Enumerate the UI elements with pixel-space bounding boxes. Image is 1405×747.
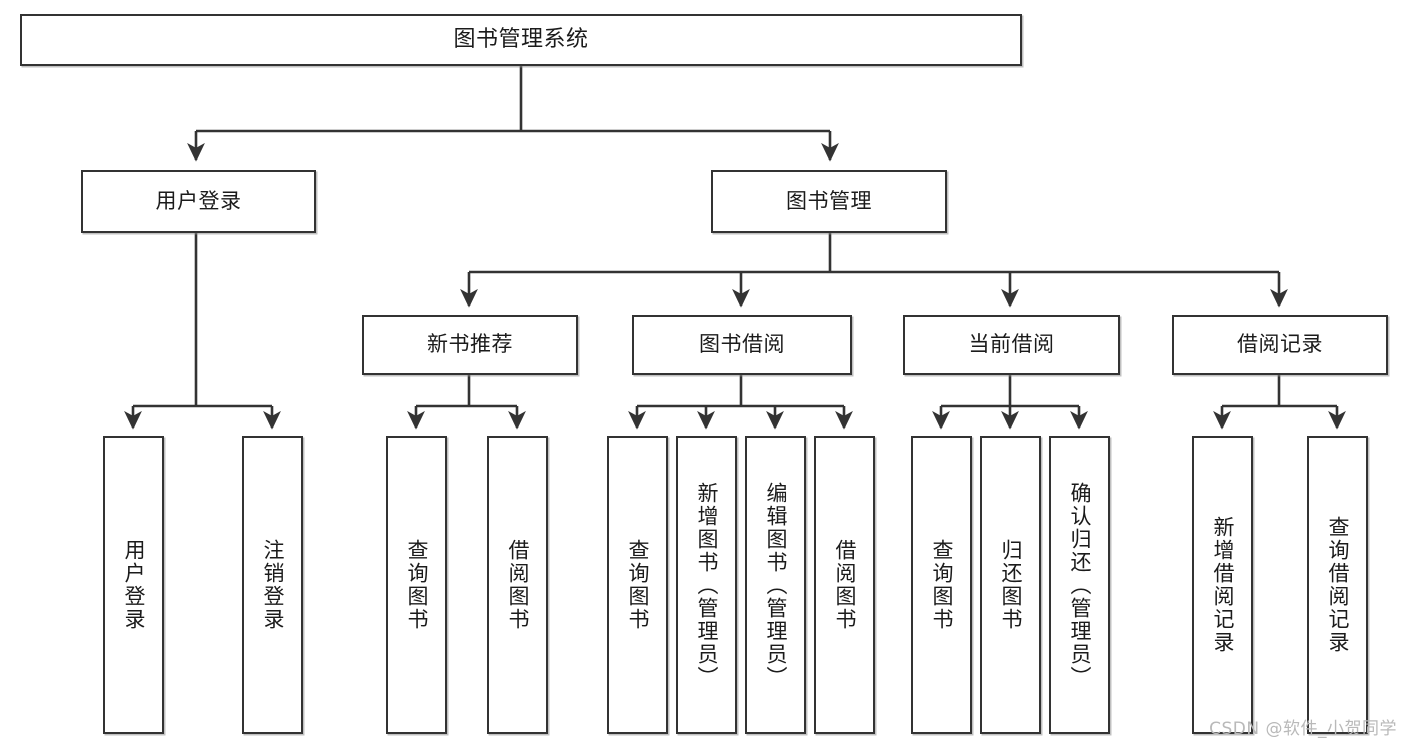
node-new-book-recommend[interactable]: 新书推荐 xyxy=(362,315,578,375)
leaf-confirm-return[interactable]: 确认归还（管理员） xyxy=(1049,436,1110,734)
leaf-borrow-book-2[interactable]: 借阅图书 xyxy=(814,436,875,734)
leaf-user-login-label: 用户登录 xyxy=(122,539,146,631)
leaf-query-book-2[interactable]: 查询图书 xyxy=(607,436,668,734)
leaf-borrow-book-2-label: 借阅图书 xyxy=(833,539,857,631)
leaf-query-book-1-label: 查询图书 xyxy=(405,539,429,631)
leaf-query-record-label: 查询借阅记录 xyxy=(1326,516,1350,654)
leaf-borrow-book-1[interactable]: 借阅图书 xyxy=(487,436,548,734)
leaf-return-book-label: 归还图书 xyxy=(999,539,1023,631)
leaf-user-login[interactable]: 用户登录 xyxy=(103,436,164,734)
node-book-manage-label: 图书管理 xyxy=(786,188,872,213)
csdn-watermark: CSDN @软件_小贺同学 xyxy=(1209,719,1397,739)
node-borrow-record[interactable]: 借阅记录 xyxy=(1172,315,1388,375)
leaf-add-book-label: 新增图书（管理员） xyxy=(695,481,719,689)
node-new-book-recommend-label: 新书推荐 xyxy=(427,332,513,357)
node-user-login-label: 用户登录 xyxy=(155,188,242,213)
leaf-logout-login[interactable]: 注销登录 xyxy=(242,436,303,734)
node-current-borrow-label: 当前借阅 xyxy=(968,332,1055,357)
node-root[interactable]: 图书管理系统 xyxy=(20,14,1022,66)
node-book-borrow[interactable]: 图书借阅 xyxy=(632,315,852,375)
leaf-logout-login-label: 注销登录 xyxy=(261,539,285,631)
leaf-borrow-book-1-label: 借阅图书 xyxy=(506,539,530,631)
node-borrow-record-label: 借阅记录 xyxy=(1237,332,1323,357)
leaf-add-record-label: 新增借阅记录 xyxy=(1211,516,1235,654)
node-user-login[interactable]: 用户登录 xyxy=(81,170,316,233)
leaf-edit-book[interactable]: 编辑图书（管理员） xyxy=(745,436,806,734)
leaf-query-book-3-label: 查询图书 xyxy=(930,539,954,631)
leaf-confirm-return-label: 确认归还（管理员） xyxy=(1068,481,1092,689)
leaf-add-book[interactable]: 新增图书（管理员） xyxy=(676,436,737,734)
leaf-add-record[interactable]: 新增借阅记录 xyxy=(1192,436,1253,734)
leaf-query-book-2-label: 查询图书 xyxy=(626,539,650,631)
node-book-manage[interactable]: 图书管理 xyxy=(711,170,947,233)
node-book-borrow-label: 图书借阅 xyxy=(699,332,785,357)
leaf-query-record[interactable]: 查询借阅记录 xyxy=(1307,436,1368,734)
leaf-edit-book-label: 编辑图书（管理员） xyxy=(764,481,788,689)
leaf-return-book[interactable]: 归还图书 xyxy=(980,436,1041,734)
leaf-query-book-1[interactable]: 查询图书 xyxy=(386,436,447,734)
leaf-query-book-3[interactable]: 查询图书 xyxy=(911,436,972,734)
node-root-label: 图书管理系统 xyxy=(453,26,589,52)
node-current-borrow[interactable]: 当前借阅 xyxy=(903,315,1120,375)
